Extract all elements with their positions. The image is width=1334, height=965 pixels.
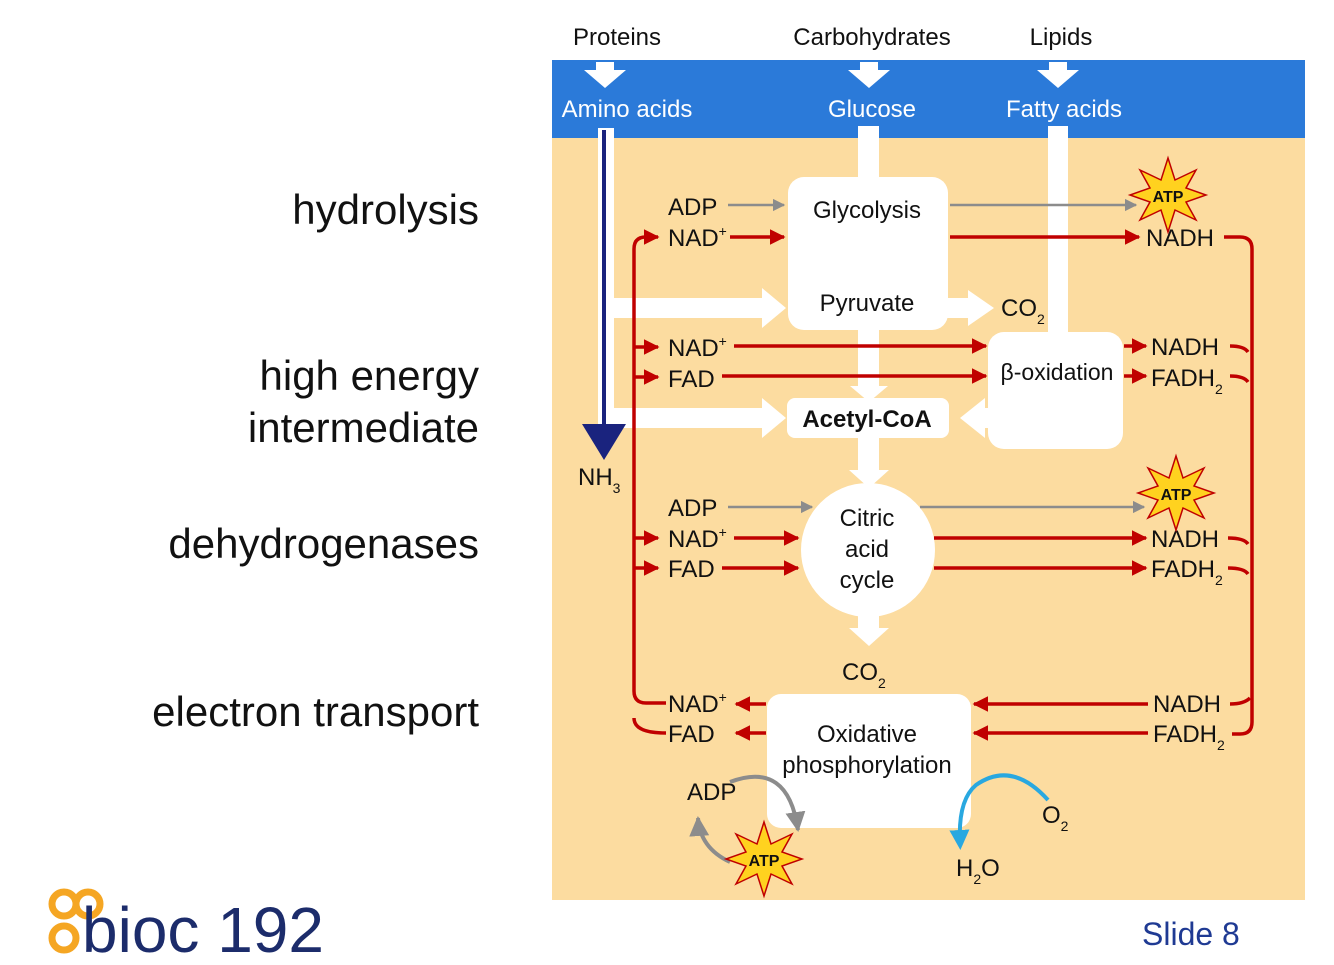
cycle-co2-arrowhead [849, 628, 889, 646]
cycle-nad: NAD+ [668, 524, 727, 553]
input-lipids: Lipids [1030, 24, 1093, 51]
o2-to-h2o-arrow [949, 773, 1050, 850]
pyruvate-down-arrowhead [850, 386, 888, 402]
glycolysis-nad: NAD+ [668, 223, 727, 252]
node-acid: acid [845, 536, 889, 563]
label-electron-transport: electron transport [152, 688, 479, 735]
node-beta-oxidation: β-oxidation [1001, 359, 1114, 385]
node-oxidative: Oxidative [817, 721, 917, 748]
nh3-arrowhead [582, 424, 626, 460]
oxphos-box [767, 694, 971, 828]
monomer-amino-acids: Amino acids [562, 96, 693, 123]
beta-nadh: NADH [1151, 334, 1219, 361]
oxphos-fad: FAD [668, 721, 715, 748]
beta-fadh2: FADH2 [1151, 365, 1223, 397]
node-glycolysis: Glycolysis [813, 197, 921, 224]
red-arrows [632, 229, 1254, 741]
citric-acid-cycle-circle [801, 483, 935, 617]
monomer-glucose: Glucose [828, 96, 916, 123]
atp-star-glycolysis: ATP [1127, 155, 1209, 235]
slide-number: Slide 8 [1142, 916, 1240, 952]
logo-text: bioc 192 [82, 894, 324, 962]
node-pyruvate: Pyruvate [820, 290, 915, 317]
proteins-arrow [584, 62, 626, 88]
label-intermediate: intermediate [247, 404, 479, 451]
glycolysis-box [788, 177, 948, 330]
acetylcoa-box [787, 398, 949, 438]
beta-fad: FAD [668, 366, 715, 393]
oxphos-nad: NAD+ [668, 689, 727, 718]
beta-to-acetylcoa-arrow [960, 398, 990, 438]
monomer-fatty-acids: Fatty acids [1006, 96, 1122, 123]
node-phosphorylation: phosphorylation [782, 752, 951, 779]
node-citric: Citric [840, 505, 895, 532]
acetylcoa-to-cycle [858, 436, 879, 472]
cycle-co2: CO2 [842, 659, 886, 691]
amino-to-pyruvate-arrow [612, 288, 786, 328]
glucose-flow [858, 126, 879, 182]
pyruvate-to-co2-arrow [945, 290, 994, 326]
atp-label-oxphos: ATP [749, 853, 780, 870]
node-acetyl-coa: Acetyl-CoA [802, 406, 931, 433]
lipids-arrow [1037, 62, 1079, 88]
oxphos-fadh2: FADH2 [1153, 721, 1225, 753]
atp-label-glycolysis: ATP [1153, 189, 1184, 206]
carbohydrates-arrow [848, 62, 890, 88]
atp-label-cycle: ATP [1161, 487, 1192, 504]
fatty-acid-flow [1048, 126, 1068, 336]
monomer-band [552, 60, 1305, 138]
amino-to-acetylcoa-arrow [612, 398, 786, 438]
cycle-fad: FAD [668, 556, 715, 583]
glycolysis-nadh: NADH [1146, 225, 1214, 252]
h2o-label: H2O [956, 855, 1000, 887]
beta-nad: NAD+ [668, 333, 727, 362]
atp-star-oxphos: ATP [723, 819, 805, 899]
input-carbohydrates: Carbohydrates [793, 24, 950, 51]
label-hydrolysis: hydrolysis [292, 186, 479, 233]
beta-oxidation-box [988, 332, 1123, 449]
node-cycle: cycle [840, 567, 895, 594]
o2-label: O2 [1042, 802, 1069, 834]
oxphos-nadh: NADH [1153, 691, 1221, 718]
label-dehydrogenases: dehydrogenases [168, 520, 479, 567]
bioc192-logo: bioc 192 [48, 888, 324, 962]
nh3-label: NH3 [578, 464, 621, 496]
acetylcoa-down-arrowhead [849, 470, 889, 488]
oxphos-adp: ADP [687, 779, 736, 806]
input-proteins: Proteins [573, 24, 661, 51]
pyruvate-to-acetylcoa [858, 328, 879, 388]
label-high-energy: high energy [259, 352, 480, 399]
cycle-adp: ADP [668, 495, 717, 522]
pyruvate-co2: CO2 [1001, 295, 1045, 327]
cycle-nadh: NADH [1151, 526, 1219, 553]
glycolysis-adp: ADP [668, 194, 717, 221]
logo-icon [48, 888, 104, 954]
cycle-fadh2: FADH2 [1151, 556, 1223, 588]
oxphos-adp-curve [729, 774, 806, 832]
atp-star-cycle: ATP [1135, 453, 1217, 533]
